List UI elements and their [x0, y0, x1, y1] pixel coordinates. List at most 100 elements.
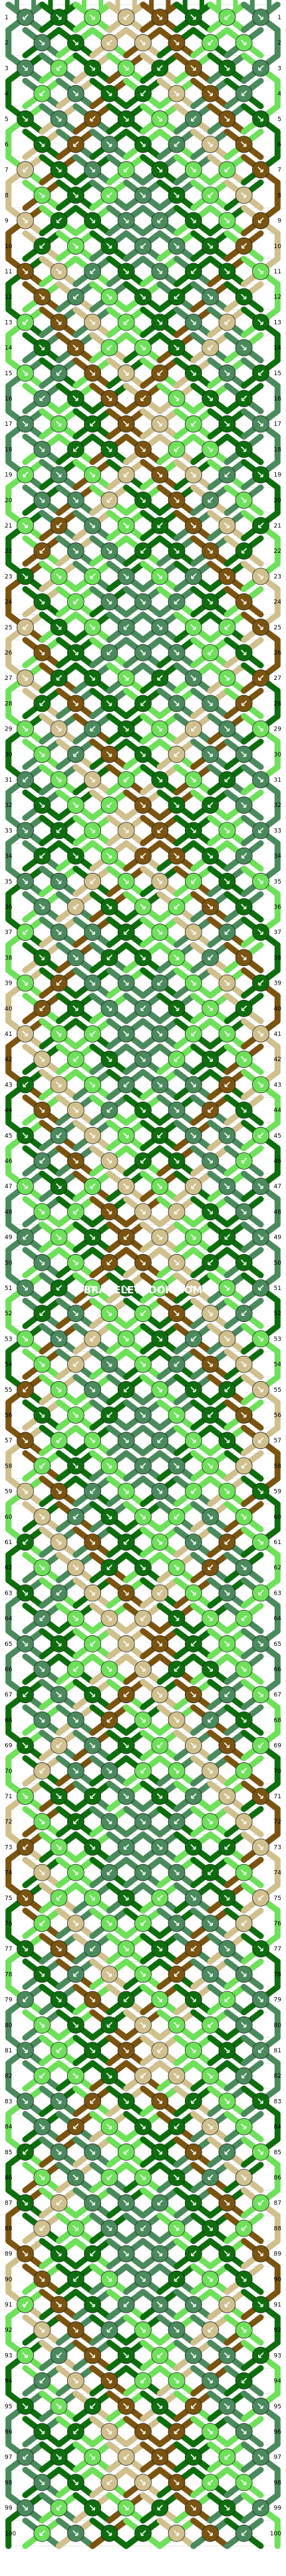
knot: [117, 1279, 135, 1297]
knot: [100, 847, 118, 865]
knot: [252, 466, 269, 484]
knot: [134, 237, 152, 255]
knot: [235, 2474, 253, 2492]
knot: [235, 1965, 253, 1983]
knot: [184, 1025, 202, 1043]
arrow-icon: [72, 2225, 78, 2231]
knot: [84, 1482, 102, 1500]
arrow-icon: [39, 751, 45, 757]
row-number-right: 98: [274, 2480, 282, 2486]
knot: [50, 1330, 68, 1348]
arrow-icon: [73, 1666, 79, 1672]
knot: [117, 263, 135, 280]
arrow-icon: [140, 1716, 146, 1723]
arrow-icon: [157, 2199, 163, 2205]
arrow-icon: [106, 548, 112, 554]
arrow-icon: [174, 1412, 180, 1418]
arrow-icon: [174, 141, 180, 147]
arrow-icon: [174, 1056, 180, 1062]
arrow-icon: [190, 1844, 196, 1850]
knot: [67, 2219, 84, 2237]
row-number-right: 18: [274, 446, 282, 453]
row-number-right: 59: [274, 1489, 282, 1496]
arrow-icon: [123, 522, 129, 528]
arrow-icon: [223, 1589, 230, 1596]
arrow-icon: [106, 1971, 112, 1977]
knot: [134, 1508, 152, 1526]
knot: [33, 34, 51, 52]
arrow-icon: [39, 2327, 45, 2333]
knot: [134, 1355, 152, 1373]
arrow-icon: [223, 1183, 230, 1189]
knot: [252, 1533, 269, 1551]
arrow-icon: [123, 218, 129, 224]
knot: [33, 796, 51, 814]
knot: [117, 771, 135, 788]
arrow-icon: [257, 929, 263, 935]
knot: [252, 1788, 269, 1805]
knot: [184, 1380, 202, 1398]
row-number-right: 90: [274, 2277, 282, 2283]
knot: [134, 1863, 152, 1881]
arrow-icon: [241, 1208, 247, 1215]
arrow-icon: [106, 1666, 112, 1672]
knot: [67, 796, 84, 814]
arrow-icon: [140, 1971, 146, 1977]
knot: [168, 695, 186, 713]
arrow-icon: [123, 2352, 129, 2358]
knot: [100, 2016, 118, 2034]
knot: [67, 644, 84, 661]
row-number-left: 50: [5, 1260, 13, 1267]
row-number-left: 89: [5, 2251, 13, 2258]
knot: [202, 1457, 219, 1475]
knot: [67, 1915, 84, 1932]
knot: [134, 2067, 152, 2085]
knot: [117, 517, 135, 534]
arrow-icon: [174, 1208, 180, 1215]
row-number-left: 96: [5, 2429, 13, 2436]
knot: [184, 822, 202, 840]
knot: [218, 1228, 236, 1246]
row-number-right: 68: [274, 1717, 282, 1724]
arrow-icon: [39, 649, 45, 655]
arrow-icon: [106, 1869, 112, 1875]
arrow-icon: [90, 1183, 96, 1189]
arrow-icon: [39, 1158, 45, 1164]
knot: [184, 2245, 202, 2263]
row-number-left: 20: [5, 498, 13, 504]
knot: [168, 390, 186, 407]
arrow-icon: [223, 2505, 230, 2511]
knot: [100, 1406, 118, 1424]
knot: [252, 1076, 269, 1094]
knot: [84, 1940, 102, 1958]
arrow-icon: [191, 1945, 197, 1951]
arrow-icon: [174, 751, 180, 757]
row-number-right: 58: [274, 1463, 282, 1470]
knot: [184, 1076, 202, 1094]
arrow-icon: [39, 243, 45, 249]
arrow-icon: [208, 954, 214, 961]
arrow-icon: [223, 1488, 230, 1494]
knot: [168, 898, 186, 915]
knot: [184, 212, 202, 230]
knot: [117, 2092, 135, 2110]
knot: [100, 84, 118, 102]
knot: [134, 542, 152, 560]
row-number-right: 45: [274, 1133, 281, 1140]
knot: [218, 1686, 236, 1704]
knot: [235, 491, 253, 509]
arrow-icon: [157, 2505, 163, 2511]
arrow-icon: [208, 2022, 214, 2028]
arrow-icon: [157, 1895, 163, 1901]
knot: [218, 669, 236, 687]
knot: [168, 1101, 186, 1119]
arrow-icon: [39, 1310, 45, 1316]
arrow-icon: [73, 903, 79, 909]
arrow-icon: [106, 446, 112, 452]
knot: [117, 1076, 135, 1094]
arrow-icon: [208, 1716, 214, 1723]
knot: [17, 822, 34, 840]
knot: [33, 288, 51, 306]
arrow-icon: [73, 751, 79, 757]
knot: [33, 1661, 51, 1678]
